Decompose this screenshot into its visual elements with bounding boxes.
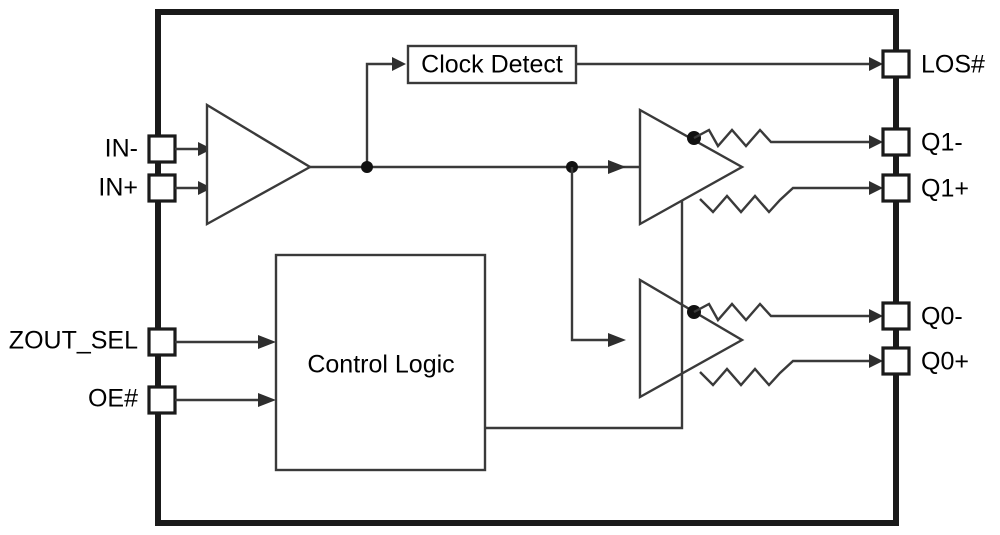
output-buffer-q1-amplifier: [638, 107, 745, 227]
wire-control-enable: [485, 200, 684, 430]
pin-pad-q0-plus[interactable]: [881, 346, 911, 376]
pin-label-q1-plus: Q1+: [921, 175, 969, 203]
pin-label-q0-minus: Q0-: [921, 303, 963, 331]
pin-label-q1-minus: Q1-: [921, 129, 963, 157]
arrow-q0-plus-output: [869, 354, 883, 368]
pin-label-zout-sel: ZOUT_SEL: [9, 327, 138, 355]
control-logic-block: [274, 253, 487, 472]
arrow-clock-detect-input: [392, 57, 406, 71]
arrow-q1-plus-output: [869, 181, 883, 195]
chip-boundary: [155, 9, 899, 526]
clock-detect-label: Clock Detect: [421, 51, 563, 79]
pin-pad-zout-sel[interactable]: [147, 327, 177, 357]
pin-pad-q1-plus[interactable]: [881, 173, 911, 203]
arrow-q1-buffer-input: [608, 160, 626, 174]
q0-plus-series-resistor: [699, 359, 869, 387]
pin-pad-in-plus[interactable]: [147, 173, 177, 203]
q1-minus-series-resistor: [693, 128, 869, 149]
pin-label-oe: OE#: [88, 385, 138, 413]
wire-q0-buffer-feed: [570, 167, 608, 342]
pin-label-los: LOS#: [921, 51, 985, 79]
arrow-q1-minus-output: [869, 135, 883, 149]
pin-label-q0-plus: Q0+: [921, 348, 969, 376]
arrow-q0-buffer-input: [608, 333, 626, 347]
pin-pad-los[interactable]: [881, 49, 911, 79]
arrow-in-minus: [198, 142, 212, 156]
q1-plus-series-resistor: [699, 186, 869, 214]
arrow-zout-sel-input: [258, 335, 276, 349]
control-logic-label: Control Logic: [307, 351, 454, 379]
pin-pad-oe[interactable]: [147, 385, 177, 415]
pin-label-in-minus: IN-: [105, 135, 138, 163]
pin-pad-in-minus[interactable]: [147, 134, 177, 164]
pin-pad-q0-minus[interactable]: [881, 301, 911, 331]
arrow-los-output: [869, 57, 883, 71]
q0-minus-series-resistor: [693, 302, 869, 323]
arrow-q0-minus-output: [869, 309, 883, 323]
wire-clock-detect-branch: [365, 62, 392, 167]
arrow-oe-input: [258, 393, 276, 407]
pin-label-in-plus: IN+: [98, 174, 138, 202]
input-buffer-amplifier: [205, 102, 313, 227]
output-buffer-q0-amplifier: [638, 277, 745, 400]
junction-dot-amp-output: [361, 161, 373, 173]
arrow-in-plus: [198, 181, 212, 195]
pin-pad-q1-minus[interactable]: [881, 127, 911, 157]
